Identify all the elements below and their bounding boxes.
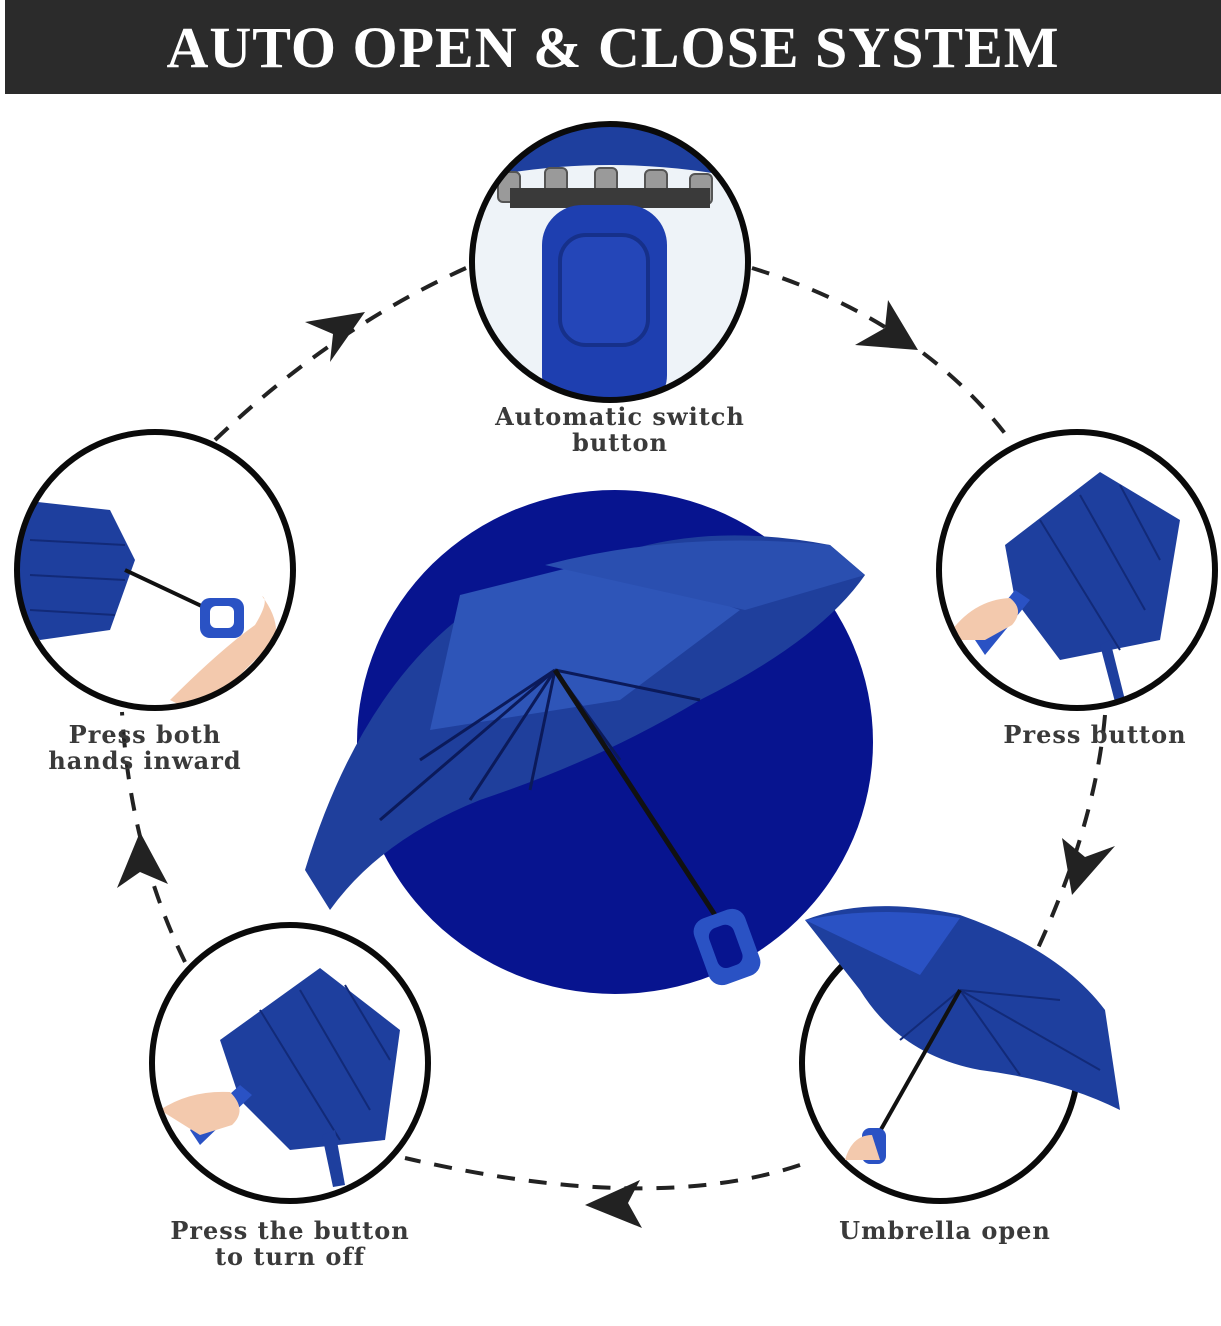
- label-press-inward: Press both hands inward: [48, 720, 242, 775]
- hand-icon: [160, 1091, 240, 1135]
- step-press-button-image: [936, 429, 1218, 711]
- header-banner: AUTO OPEN & CLOSE SYSTEM: [5, 0, 1221, 94]
- umbrella-canopy: [305, 535, 865, 910]
- umbrella-icon: [1005, 472, 1180, 660]
- page-title: AUTO OPEN & CLOSE SYSTEM: [166, 14, 1060, 80]
- step-turn-off-image: [149, 922, 431, 1204]
- arrow-icon-bottom: [585, 1180, 642, 1228]
- umbrella-icon: [20, 500, 135, 640]
- hand-icon: [945, 598, 1019, 640]
- arrow-icon-left: [117, 832, 168, 888]
- step-press-inward-image: [14, 429, 296, 711]
- arrow-icon-top-left: [305, 312, 365, 362]
- arrow-icon-top-right: [855, 300, 918, 350]
- umbrella-icon: [220, 968, 400, 1150]
- switch-button-icon: [558, 233, 650, 347]
- arrow-icon-right: [1062, 838, 1115, 895]
- step-switch-image: [469, 121, 751, 403]
- hand-icon: [170, 596, 277, 708]
- label-press-button: Press button: [1003, 720, 1187, 749]
- label-turn-off: Press the button to turn off: [170, 1216, 410, 1271]
- central-umbrella-illustration: [305, 490, 873, 994]
- label-umbrella-open: Umbrella open: [839, 1216, 1051, 1245]
- hand-icon: [845, 1135, 880, 1160]
- label-automatic-switch: Automatic switch button: [495, 402, 745, 457]
- step-open-image: [799, 906, 1120, 1204]
